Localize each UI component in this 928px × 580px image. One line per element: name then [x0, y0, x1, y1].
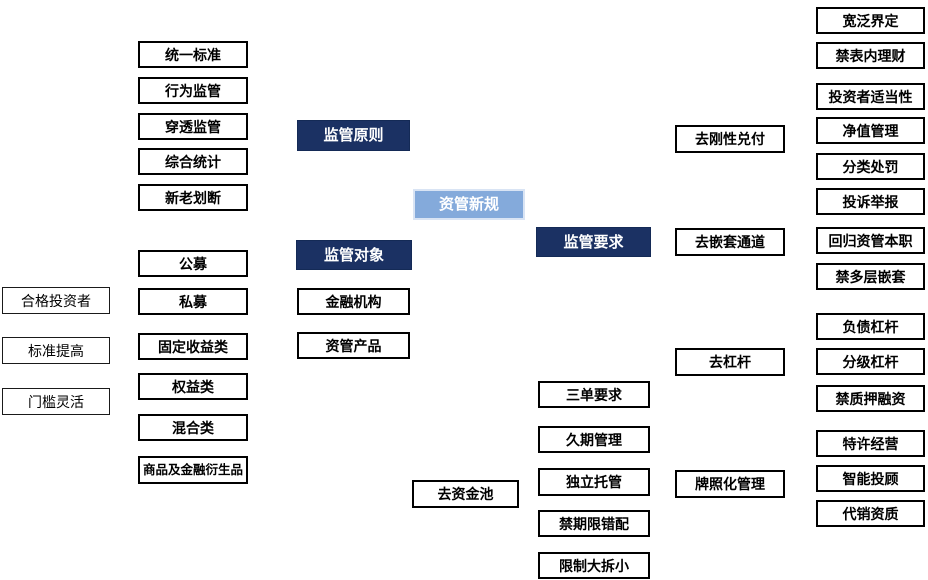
node-fixed-income-type: 固定收益类: [138, 333, 248, 360]
node-duration-management: 久期管理: [538, 426, 650, 453]
node-financial-institutions: 金融机构: [297, 288, 410, 315]
node-remove-rigid-payment: 去刚性兑付: [675, 125, 785, 153]
node-no-maturity-mismatch: 禁期限错配: [538, 510, 650, 537]
node-investor-suitability: 投资者适当性: [816, 83, 925, 110]
node-limit-splitting: 限制大拆小: [538, 552, 650, 579]
node-lookthrough-regulation: 穿透监管: [138, 113, 248, 140]
node-asset-mgmt-products: 资管产品: [297, 332, 410, 359]
node-commodity-derivatives: 商品及金融衍生品: [138, 456, 248, 484]
node-tranche-leverage: 分级杠杆: [816, 348, 925, 375]
node-private-placement: 私募: [138, 288, 248, 315]
node-classified-penalties: 分类处罚: [816, 153, 925, 180]
node-remove-fund-pools: 去资金池: [412, 480, 519, 508]
node-regulatory-principles: 监管原则: [297, 120, 410, 151]
node-license-management: 牌照化管理: [675, 470, 785, 498]
node-regulatory-requirements: 监管要求: [536, 227, 651, 257]
node-higher-standards: 标准提高: [2, 337, 110, 364]
node-franchise-operation: 特许经营: [816, 430, 925, 457]
node-debt-leverage: 负债杠杆: [816, 313, 925, 340]
node-public-offering: 公募: [138, 250, 248, 277]
node-regulatory-objects: 监管对象: [296, 240, 412, 270]
node-new-old-demarcation: 新老划断: [138, 184, 248, 211]
node-conduct-regulation: 行为监管: [138, 77, 248, 104]
node-flexible-threshold: 门槛灵活: [2, 388, 110, 415]
node-unified-standards: 统一标准: [138, 41, 248, 68]
node-robo-advisory: 智能投顾: [816, 465, 925, 492]
node-equity-type: 权益类: [138, 373, 248, 400]
node-distribution-qualification: 代销资质: [816, 500, 925, 527]
node-deleveraging: 去杠杆: [675, 348, 785, 376]
node-broad-definition: 宽泛界定: [816, 7, 925, 34]
node-asset-mgmt-new-rules: 资管新规: [413, 189, 525, 220]
node-ban-pledge-financing: 禁质押融资: [816, 385, 925, 412]
node-nav-management: 净值管理: [816, 117, 925, 144]
node-ban-multilayer-nesting: 禁多层嵌套: [816, 263, 925, 290]
node-return-to-core-business: 回归资管本职: [816, 227, 925, 254]
node-remove-nesting-channels: 去嵌套通道: [675, 228, 785, 256]
node-comprehensive-statistics: 综合统计: [138, 148, 248, 175]
node-ban-on-balance-sheet-wm: 禁表内理财: [816, 42, 925, 69]
node-three-separates: 三单要求: [538, 381, 650, 408]
node-qualified-investor: 合格投资者: [2, 287, 110, 314]
node-complaints-reporting: 投诉举报: [816, 188, 925, 215]
node-mixed-type: 混合类: [138, 414, 248, 441]
node-independent-custody: 独立托管: [538, 468, 650, 496]
